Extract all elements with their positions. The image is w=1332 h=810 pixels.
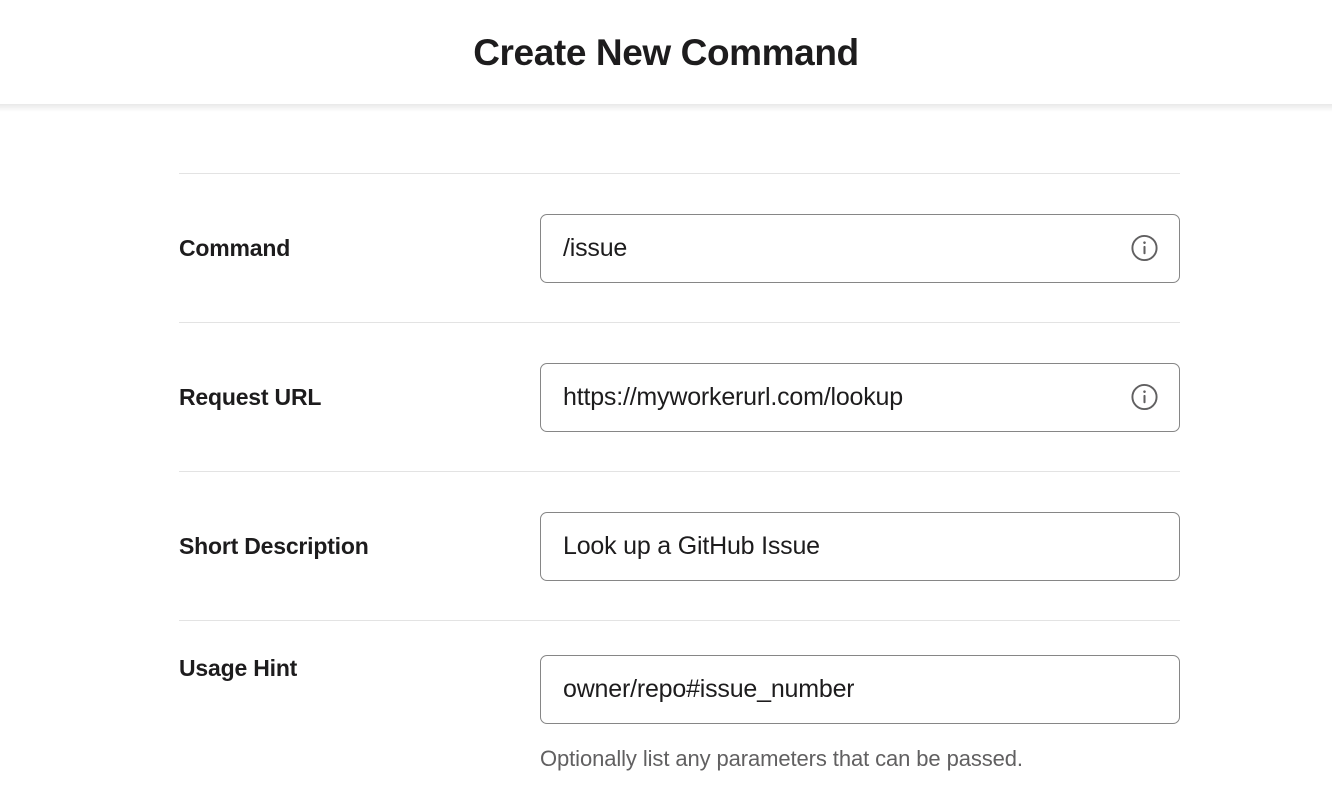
form-row-request-url: Request URL https://myworkerurl.com/look…: [179, 323, 1180, 471]
field-request-url: https://myworkerurl.com/lookup: [540, 362, 1180, 432]
field-usage-hint: owner/repo#issue_number Optionally list …: [540, 655, 1180, 772]
short-description-input-value: Look up a GitHub Issue: [563, 533, 820, 559]
page-title: Create New Command: [473, 31, 859, 73]
label-usage-hint: Usage Hint: [179, 655, 298, 681]
label-short-description: Short Description: [179, 532, 369, 559]
label-request-url: Request URL: [179, 383, 322, 410]
usage-hint-input-value: owner/repo#issue_number: [563, 677, 855, 702]
usage-hint-helper-text: Optionally list any parameters that can …: [540, 746, 1023, 771]
info-icon[interactable]: [1130, 383, 1159, 412]
command-input[interactable]: /issue: [540, 213, 1180, 283]
page-header: Create New Command: [0, 0, 1332, 112]
divider-2: [179, 471, 1180, 472]
label-command: Command: [179, 234, 291, 261]
form-row-short-description: Short Description Look up a GitHub Issue: [179, 472, 1180, 620]
info-icon[interactable]: [1130, 234, 1159, 263]
field-short-description: Look up a GitHub Issue: [540, 511, 1180, 581]
divider-top: [179, 173, 1180, 174]
form-row-usage-hint: Usage Hint owner/repo#issue_number Optio…: [179, 621, 1180, 772]
short-description-input[interactable]: Look up a GitHub Issue: [540, 511, 1180, 581]
form-row-command: Command /issue: [179, 174, 1180, 322]
field-command: /issue: [540, 213, 1180, 283]
usage-hint-input[interactable]: owner/repo#issue_number: [540, 655, 1180, 724]
divider-1: [179, 322, 1180, 323]
form-inner: Command /issue Request URL: [179, 173, 1180, 772]
divider-3: [179, 620, 1180, 621]
command-form: Command /issue Request URL: [0, 104, 1332, 772]
request-url-input[interactable]: https://myworkerurl.com/lookup: [540, 362, 1180, 432]
request-url-input-value: https://myworkerurl.com/lookup: [563, 384, 903, 410]
command-input-value: /issue: [563, 235, 628, 261]
